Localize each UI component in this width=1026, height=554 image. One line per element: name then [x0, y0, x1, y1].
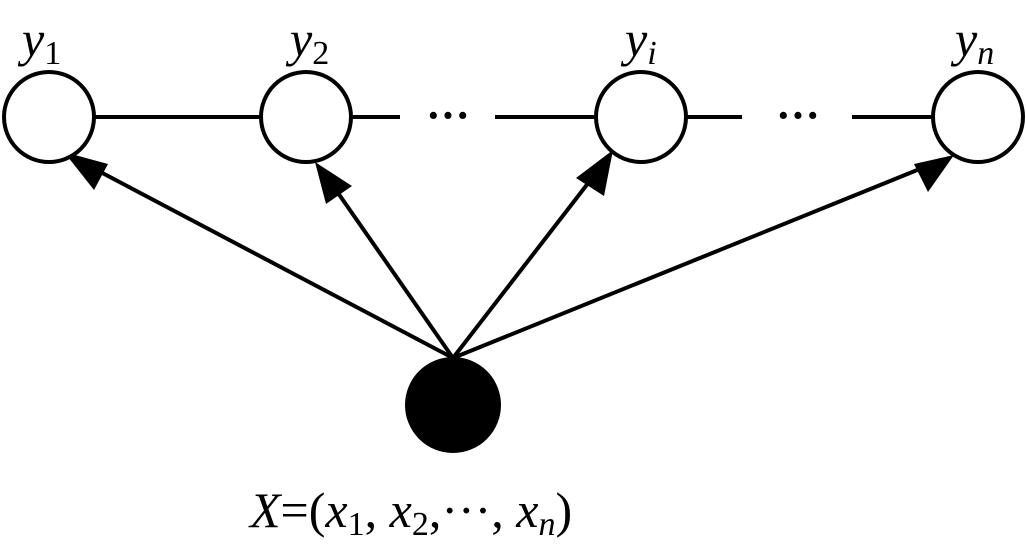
chain-ellipsis-2: ···	[776, 91, 820, 140]
label-x-formula: X=(x1, x2,···, xn)	[248, 482, 572, 543]
arrow-x-to-y2	[320, 168, 455, 360]
arrow-x-to-y1	[73, 156, 454, 360]
node-y1	[2, 70, 96, 164]
arrowhead-yn	[914, 155, 954, 192]
label-y1: y1	[17, 11, 61, 72]
label-yi: yi	[620, 11, 657, 72]
label-yn: yn	[950, 11, 994, 72]
chain-ellipsis-1: ···	[426, 91, 470, 140]
arrow-x-to-yn	[452, 158, 943, 360]
arrowhead-y2	[315, 162, 352, 204]
node-x	[405, 357, 501, 453]
arrow-x-to-yi	[451, 158, 608, 360]
node-yn	[931, 70, 1025, 164]
label-y2: y2	[285, 11, 329, 72]
arrowhead-yi	[576, 150, 613, 196]
arrowhead-y1	[64, 152, 108, 190]
node-yi	[594, 70, 688, 164]
node-y2	[259, 70, 353, 164]
